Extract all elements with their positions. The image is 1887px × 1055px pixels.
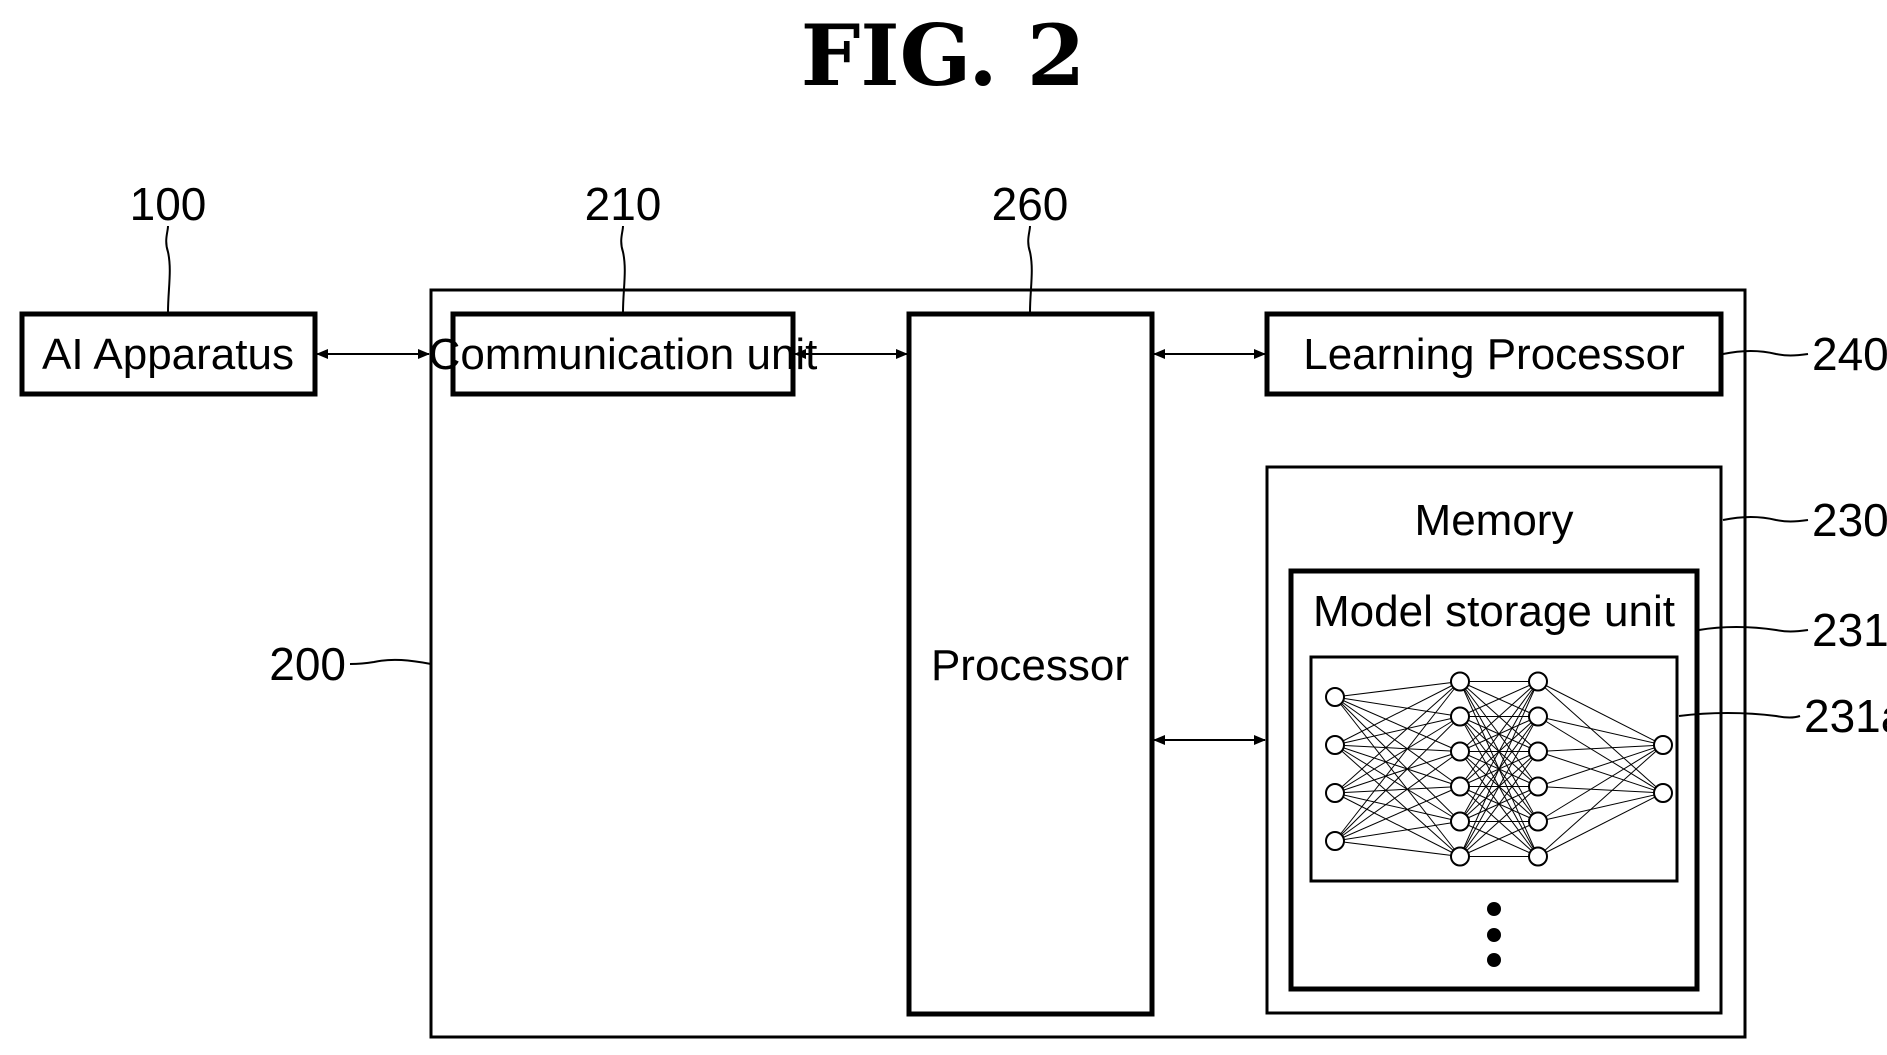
ref-230: 230 (1812, 494, 1887, 546)
neural-network-box (1311, 657, 1677, 881)
nn-node (1529, 813, 1547, 831)
nn-node (1451, 743, 1469, 761)
ref-231: 231 (1812, 604, 1887, 656)
ref-260: 260 (992, 178, 1069, 230)
continuation-dot (1487, 953, 1501, 967)
nn-node (1529, 673, 1547, 691)
ref-240: 240 (1812, 328, 1887, 380)
nn-node (1654, 736, 1672, 754)
nn-node (1529, 778, 1547, 796)
leader-200 (350, 660, 431, 664)
continuation-dot (1487, 902, 1501, 916)
learning-processor-label: Learning Processor (1303, 330, 1685, 379)
ref-100: 100 (130, 178, 207, 230)
nn-node (1326, 736, 1344, 754)
nn-node (1451, 778, 1469, 796)
ai-apparatus-label: AI Apparatus (42, 330, 294, 379)
nn-node (1529, 743, 1547, 761)
ref-231a: 231a (1804, 690, 1887, 742)
nn-node (1529, 708, 1547, 726)
communication-unit-label: Communication unit (429, 330, 818, 379)
nn-node (1451, 708, 1469, 726)
nn-node (1326, 688, 1344, 706)
nn-node (1451, 673, 1469, 691)
nn-node (1529, 848, 1547, 866)
ref-210: 210 (585, 178, 662, 230)
memory-label: Memory (1415, 496, 1574, 545)
nn-node (1326, 832, 1344, 850)
model-storage-unit-label: Model storage unit (1313, 587, 1675, 636)
ref-200: 200 (269, 638, 346, 690)
processor-label: Processor (931, 641, 1129, 690)
nn-node (1654, 784, 1672, 802)
figure-title: FIG. 2 (801, 6, 1086, 105)
nn-node (1451, 848, 1469, 866)
nn-node (1451, 813, 1469, 831)
leader-100 (166, 226, 170, 312)
continuation-dot (1487, 928, 1501, 942)
nn-node (1326, 784, 1344, 802)
